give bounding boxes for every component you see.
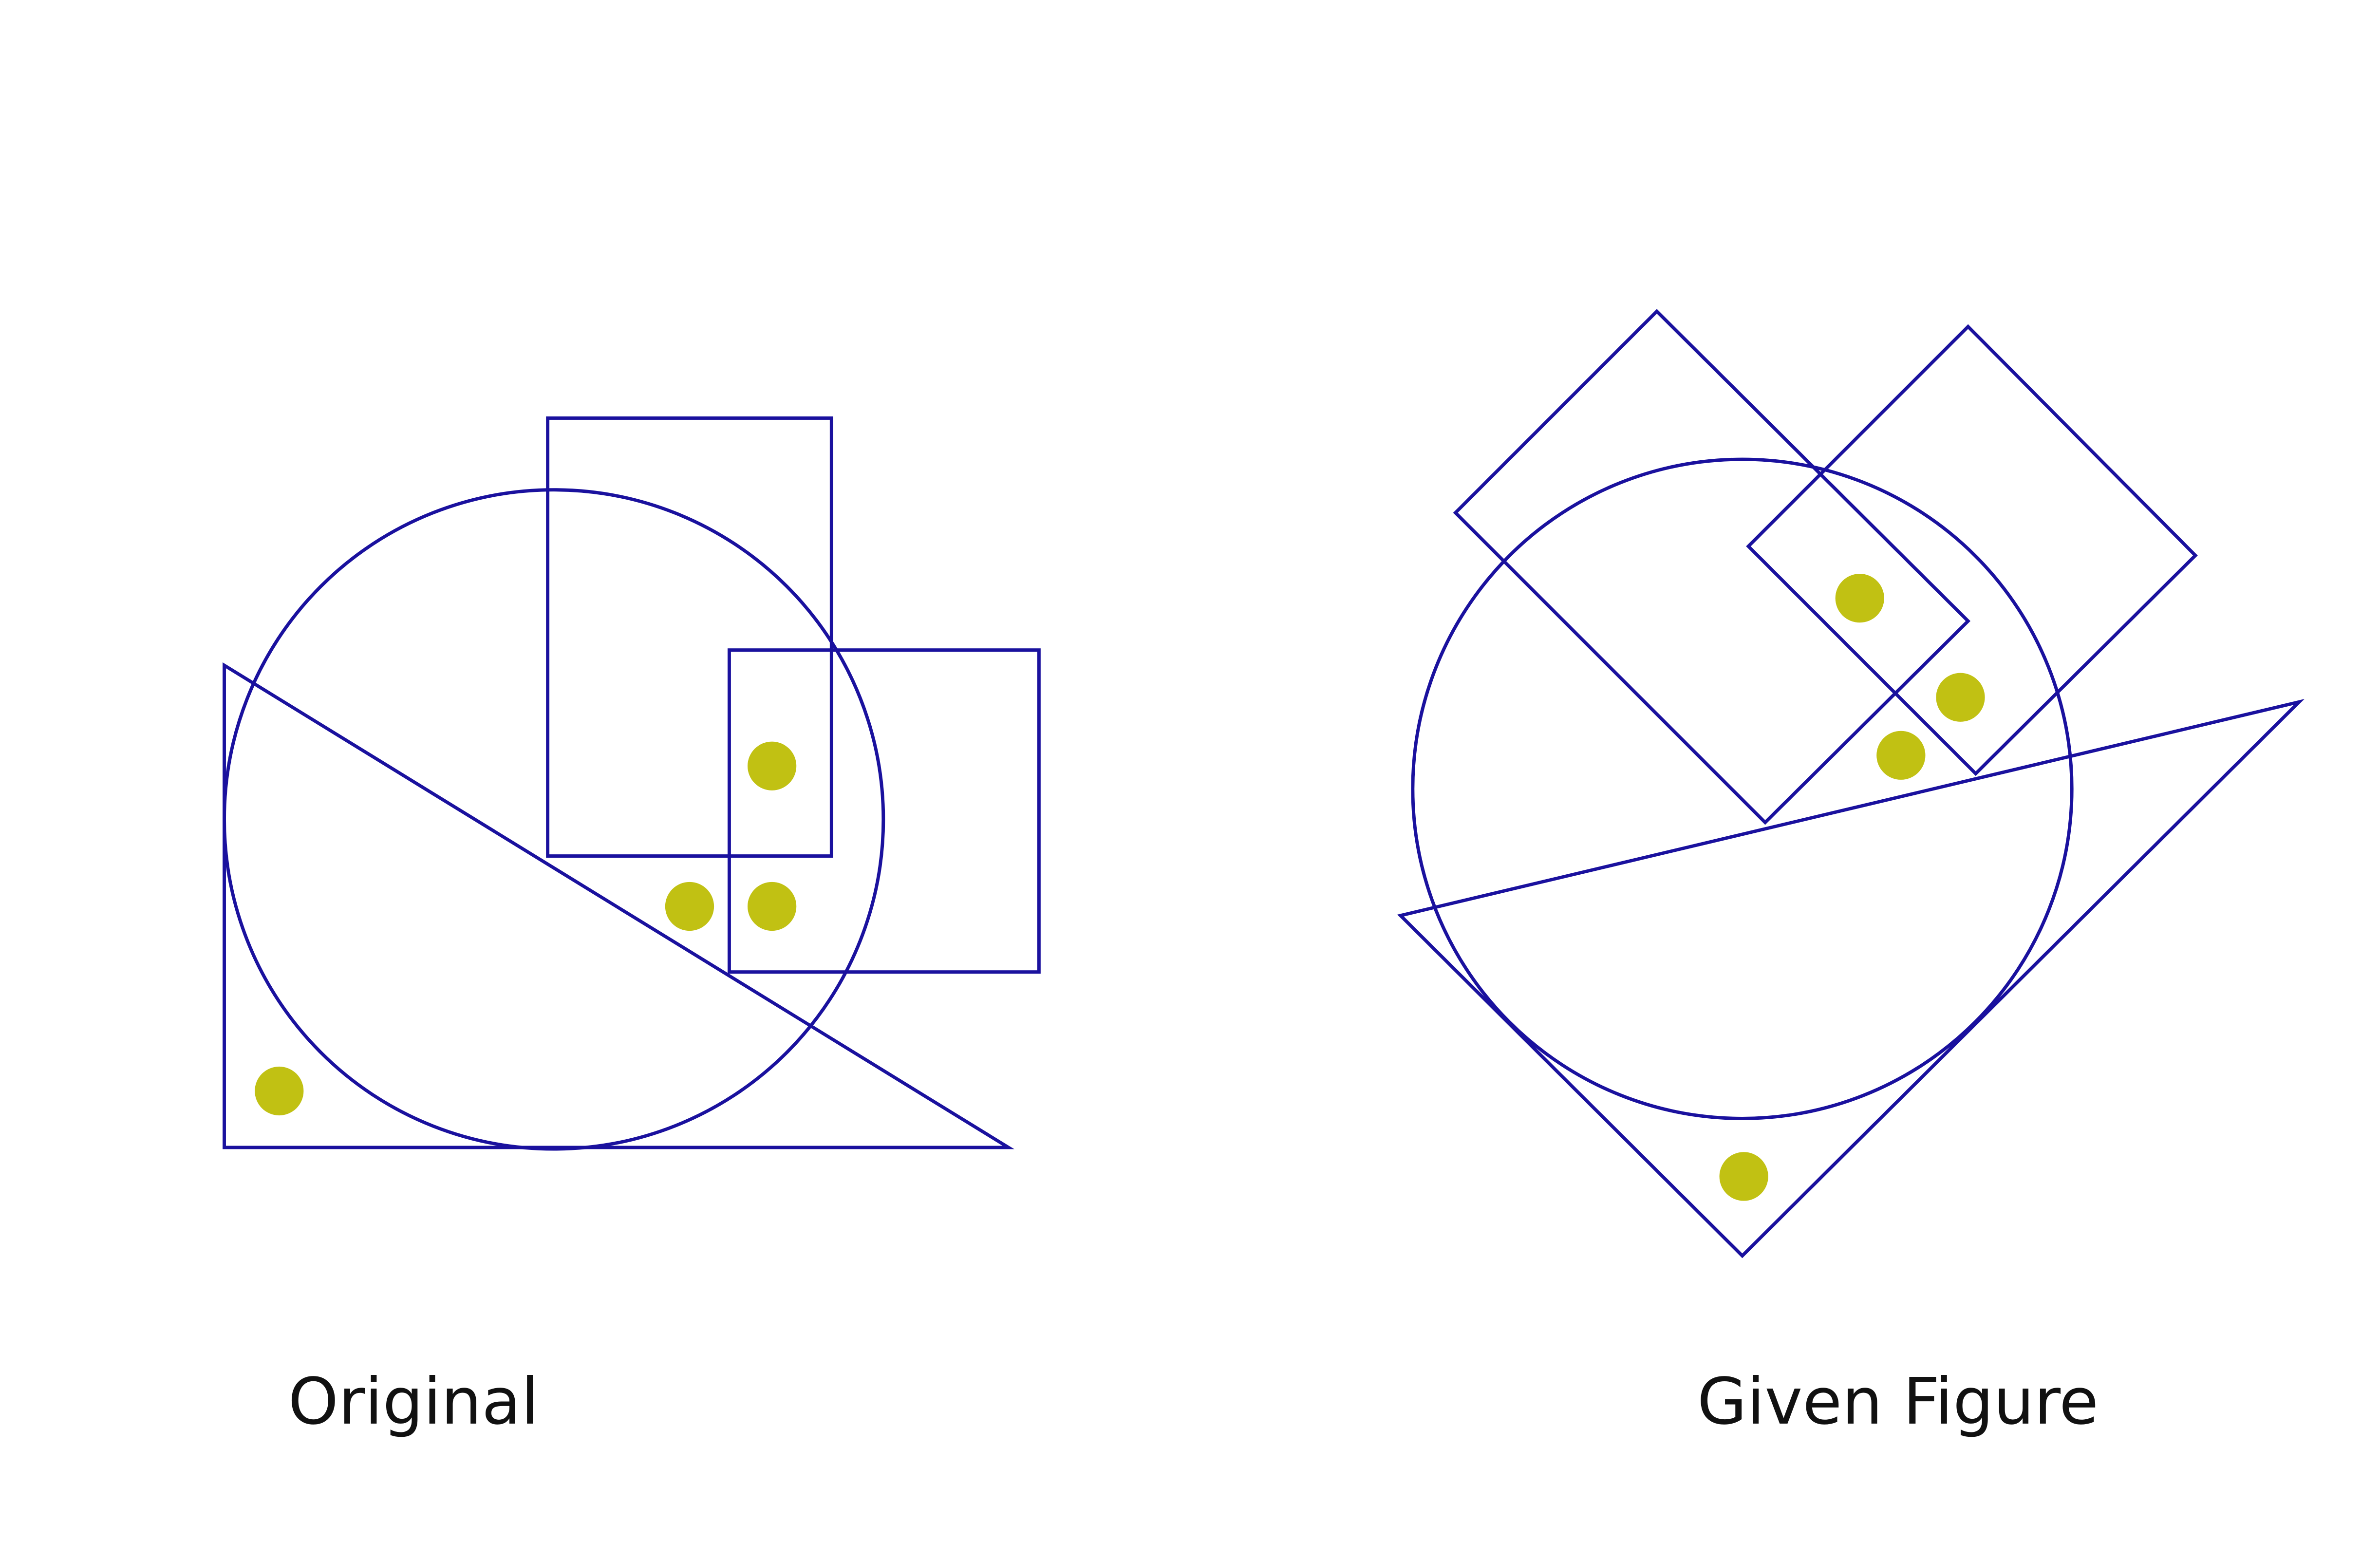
given-dot: [1876, 731, 1926, 780]
given-dot: [1936, 673, 1985, 722]
given-triangle: [1397, 698, 2305, 1259]
original-dot: [255, 1066, 304, 1116]
original-label: Original: [288, 1365, 539, 1439]
given-circle: [1411, 457, 2074, 1120]
given-dot: [1719, 1152, 1768, 1201]
given-dot: [1835, 574, 1884, 623]
original-circle: [223, 488, 885, 1151]
given-rotated-rectangle: [1453, 309, 1971, 825]
original-dot: [748, 741, 797, 790]
given-figure-label: Given Figure: [1697, 1365, 2099, 1439]
original-triangle: [223, 662, 1014, 1149]
original-dot: [748, 882, 797, 931]
original-figure: Original: [223, 416, 1041, 1439]
original-square: [727, 648, 1041, 974]
original-tall-rectangle: [546, 416, 833, 858]
given-rotated-square: [1746, 324, 2198, 776]
original-dot: [665, 882, 714, 931]
given-figure: Given Figure: [1397, 309, 2305, 1439]
